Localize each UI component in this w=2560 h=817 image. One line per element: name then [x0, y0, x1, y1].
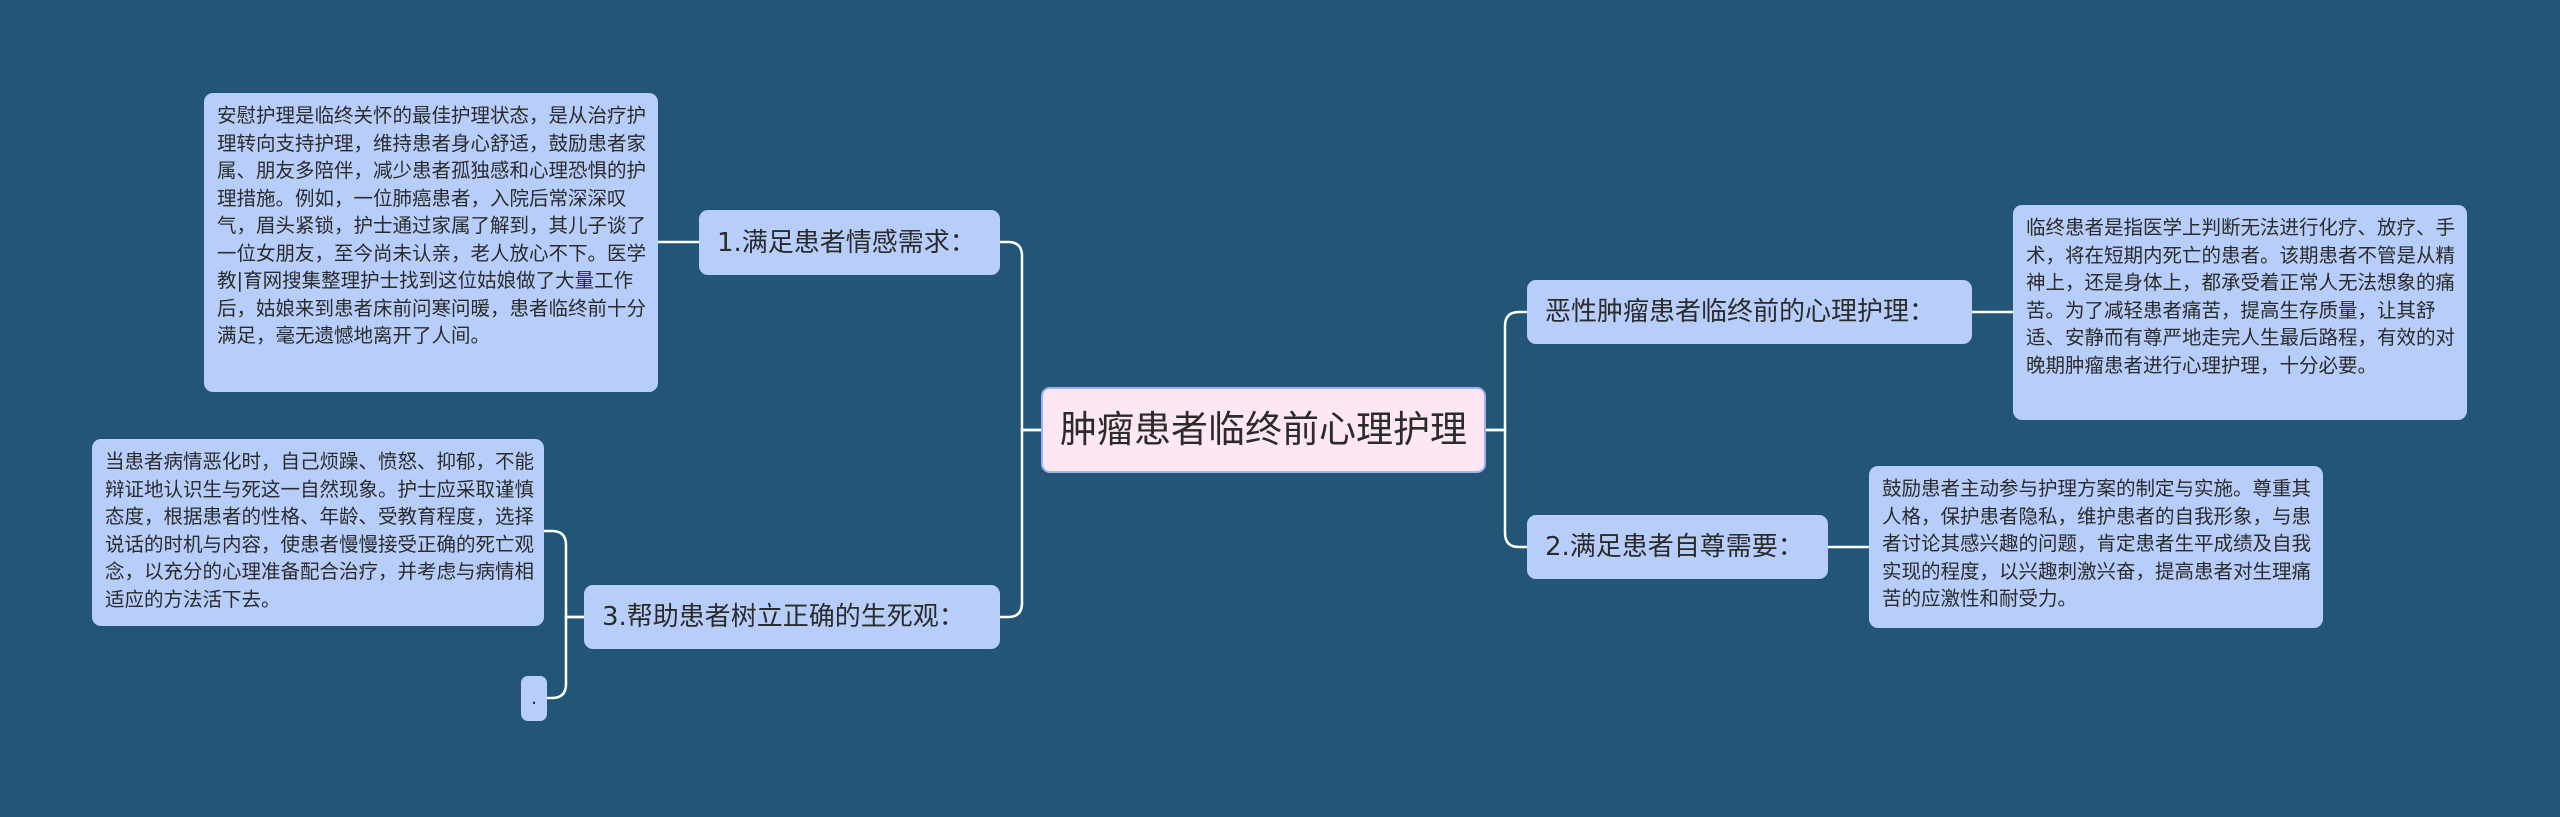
- connector-branch-3-to-detail: [544, 529, 584, 619]
- branch-life-death-view[interactable]: 3.帮助患者树立正确的生死观：: [584, 585, 1000, 649]
- detail-self-esteem-needs[interactable]: 鼓励患者主动参与护理方案的制定与实施。尊重其人格，保护患者隐私，维护患者的自我形…: [1869, 466, 2323, 628]
- root-topic[interactable]: 肿瘤患者临终前心理护理: [1041, 387, 1486, 473]
- connector-root-to-branch-1: [1000, 240, 1041, 432]
- connector-root-to-branch-right-2: [1486, 428, 1527, 549]
- detail-emotional-needs[interactable]: 安慰护理是临终关怀的最佳护理状态，是从治疗护理转向支持护理，维持患者身心舒适，鼓…: [204, 93, 658, 392]
- branch-terminal-care[interactable]: 恶性肿瘤患者临终前的心理护理：: [1527, 280, 1972, 344]
- branch-self-esteem-needs[interactable]: 2.满足患者自尊需要：: [1527, 515, 1828, 579]
- connector-root-to-branch-right-1: [1486, 310, 1527, 432]
- branch-emotional-needs[interactable]: 1.满足患者情感需求：: [699, 210, 1000, 275]
- detail-terminal-care[interactable]: 临终患者是指医学上判断无法进行化疗、放疗、手术，将在短期内死亡的患者。该期患者不…: [2013, 205, 2467, 420]
- connector-branch-3-to-extra: [547, 615, 584, 700]
- connector-root-to-branch-3: [1000, 428, 1041, 619]
- detail-life-death-view[interactable]: 当患者病情恶化时，自己烦躁、愤怒、抑郁，不能辩证地认识生与死这一自然现象。护士应…: [92, 439, 544, 626]
- detail-empty-leaf[interactable]: .: [521, 676, 547, 721]
